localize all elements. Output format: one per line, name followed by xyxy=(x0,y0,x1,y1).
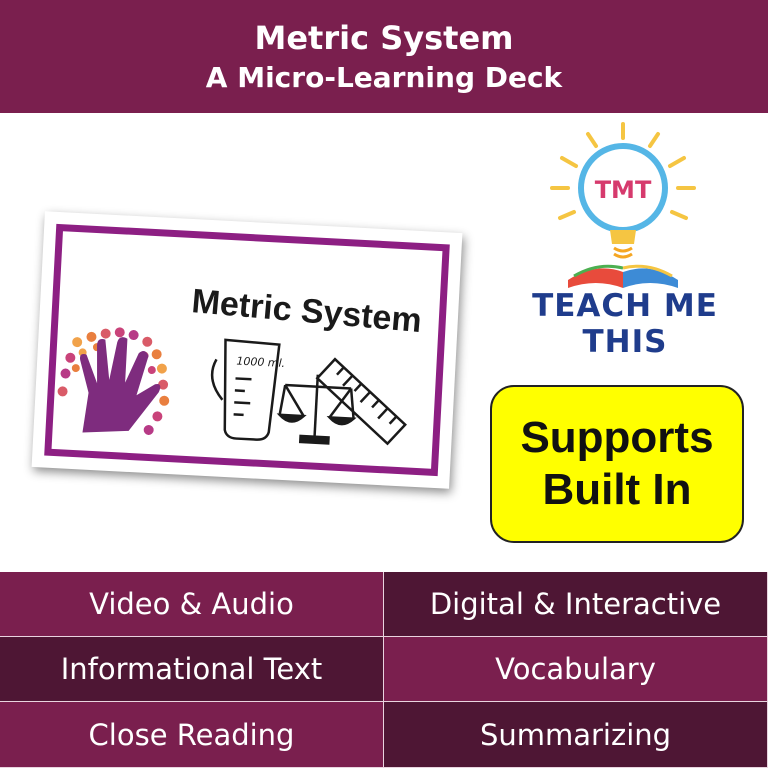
teach-me-this-logo: TMT xyxy=(550,122,696,288)
feature-digital-interactive: Digital & Interactive xyxy=(384,572,768,637)
feature-summarizing: Summarizing xyxy=(384,702,768,768)
beaker-label: 1000 ml. xyxy=(236,354,285,370)
open-book-icon xyxy=(568,264,678,288)
card-title: Metric System xyxy=(190,282,423,340)
beaker-icon xyxy=(210,338,281,441)
page-title: Metric System xyxy=(254,19,514,57)
ruler-icon xyxy=(315,357,407,446)
brand-name: TEACH ME THIS xyxy=(532,288,718,360)
logo-badge: TMT xyxy=(595,176,652,204)
feature-video-audio: Video & Audio xyxy=(0,572,384,637)
feature-informational-text: Informational Text xyxy=(0,637,384,702)
balance-scale-icon xyxy=(276,374,357,445)
feature-close-reading: Close Reading xyxy=(0,702,384,768)
supports-badge: Supports Built In xyxy=(490,385,744,543)
supports-line-2: Built In xyxy=(542,465,692,514)
supports-line-1: Supports xyxy=(520,413,714,462)
feature-vocabulary: Vocabulary xyxy=(384,637,768,702)
page-subtitle: A Micro-Learning Deck xyxy=(205,61,563,94)
dots-pattern-icon xyxy=(57,327,170,435)
header-banner: Metric System A Micro-Learning Deck xyxy=(0,0,768,113)
features-grid: Video & Audio Digital & Interactive Info… xyxy=(0,572,768,768)
hand-icon xyxy=(79,337,161,433)
card-frame: Metric System 1000 ml. xyxy=(44,223,450,477)
product-card: Metric System 1000 ml. xyxy=(31,211,463,489)
card-illustration: Metric System 1000 ml. xyxy=(57,282,423,446)
sun-rays-icon xyxy=(550,122,696,220)
